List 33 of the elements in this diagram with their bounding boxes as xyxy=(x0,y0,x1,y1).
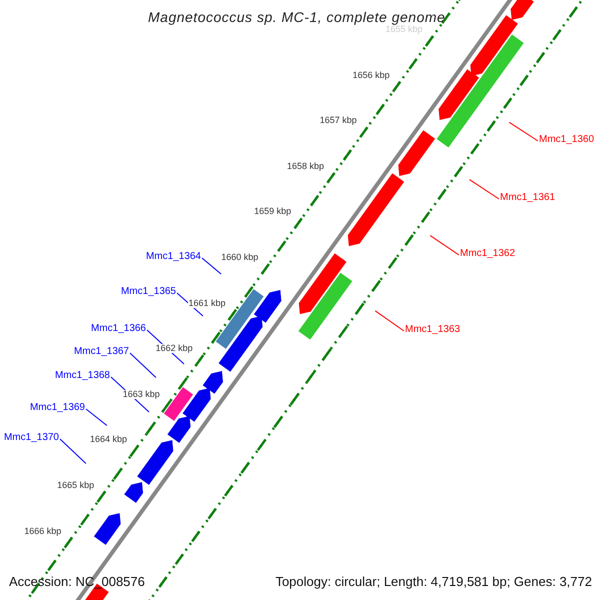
leader-line xyxy=(86,408,108,426)
scale-label: 1664 kbp xyxy=(90,435,127,444)
gene-label: Mmc1_1368 xyxy=(54,371,110,381)
gene-label: Mmc1_1370 xyxy=(4,433,59,443)
scale-label: 1658 kbp xyxy=(286,162,324,171)
scale-label: 1665 kbp xyxy=(57,481,94,490)
leader-line xyxy=(202,258,222,274)
leader-line xyxy=(508,122,538,142)
gene-label: Mmc1_1362 xyxy=(460,249,516,259)
scale-label: 1666 kbp xyxy=(24,526,62,536)
leader-line xyxy=(60,438,86,464)
gene-label: Mmc1_1363 xyxy=(405,325,460,335)
gene-label: Mmc1_1361 xyxy=(500,193,556,203)
leader-line xyxy=(468,179,500,200)
scale-label: 1663 kbp xyxy=(122,390,160,399)
gene-label: Mmc1_1364 xyxy=(146,252,201,262)
scale-label: 1656 kbp xyxy=(352,70,390,80)
scale-label: 1661 kbp xyxy=(188,298,226,308)
scale-label: 1659 kbp xyxy=(254,207,292,216)
gene-label: Mmc1_1360 xyxy=(539,135,594,145)
gene-label: Mmc1_1369 xyxy=(30,403,85,413)
leader-line xyxy=(374,310,404,332)
genome-info-text: Topology: circular; Length: 4,719,581 bp; Genes: 3,772 xyxy=(275,575,592,588)
scale-label: 1662 kbp xyxy=(156,344,193,354)
gene-label: Mmc1_1366 xyxy=(90,324,146,334)
leader-line xyxy=(130,352,156,378)
scale-label: 1660 kbp xyxy=(221,253,258,262)
gene-label: Mmc1_1365 xyxy=(120,287,176,297)
accession-text: Accession: NC_008576 xyxy=(9,575,145,588)
gene-label: Mmc1_1367 xyxy=(74,347,129,357)
scale-label: 1657 kbp xyxy=(320,116,357,126)
leader-line xyxy=(430,235,460,256)
title: Magnetococcus sp. MC-1, complete genome xyxy=(148,10,446,24)
